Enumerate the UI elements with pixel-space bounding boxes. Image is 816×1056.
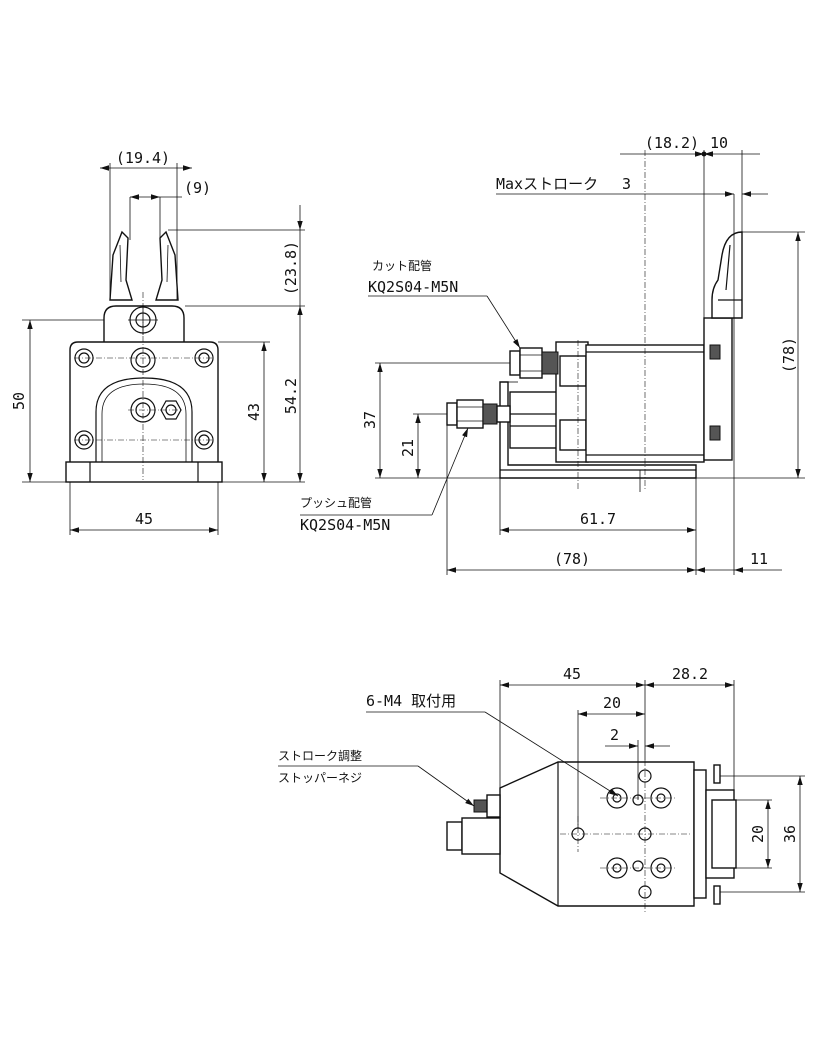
dim-18-2: (18.2)	[645, 134, 699, 152]
right-jaw	[155, 230, 179, 301]
dim-36: 36	[781, 825, 799, 843]
front-base	[65, 461, 223, 483]
dim-2: 2	[610, 726, 619, 744]
dim-45-bottom: 45	[563, 665, 581, 683]
dim-21: 21	[399, 439, 417, 457]
cut-port-title: カット配管	[372, 258, 432, 273]
dim-78-height: (78)	[780, 337, 798, 373]
dim-28-2: 28.2	[672, 665, 708, 683]
side-view: (18.2) 10 Maxストローク 3 (78) 37 21 カット配管 KQ…	[300, 134, 805, 575]
dim-23-8: (23.8)	[282, 241, 300, 295]
dim-max-stroke: 3	[622, 175, 631, 193]
jaw-pivot-block	[103, 305, 185, 346]
cut-fitting	[509, 347, 559, 379]
dim-37: 37	[361, 411, 379, 429]
push-port-part: KQ2S04-M5N	[300, 516, 390, 534]
dim-43: 43	[245, 403, 263, 421]
front-view: (19.4) (9) (23.8) 50 43 54.2 45	[10, 149, 305, 535]
mount-holes-label: 6-M4 取付用	[366, 692, 456, 710]
dim-54-2: 54.2	[282, 378, 300, 414]
stroke-adjust-label-2: ストッパーネジ	[278, 771, 362, 785]
left-jaw	[109, 230, 133, 301]
bottom-view: 45 28.2 20 2 20 36 6-M4 取付用 ストローク調整 ストッパ…	[278, 665, 805, 912]
dim-11: 11	[750, 550, 768, 568]
front-body	[69, 341, 219, 471]
dim-19-4: (19.4)	[116, 149, 170, 167]
stroke-adjust-label-1: ストローク調整	[278, 748, 362, 763]
dim-20-top: 20	[603, 694, 621, 712]
dim-78-width: (78)	[554, 550, 590, 568]
dim-61-7: 61.7	[580, 510, 616, 528]
dim-50: 50	[10, 392, 28, 410]
dim-45-front: 45	[135, 510, 153, 528]
dim-9: (9)	[184, 179, 211, 197]
cut-port-part: KQ2S04-M5N	[368, 278, 458, 296]
push-port-title: プッシュ配管	[300, 495, 372, 510]
bolt-heads	[606, 787, 672, 879]
dim-10: 10	[710, 134, 728, 152]
dim-20-vertical: 20	[749, 825, 767, 843]
max-stroke-label: Maxストローク	[496, 175, 598, 193]
